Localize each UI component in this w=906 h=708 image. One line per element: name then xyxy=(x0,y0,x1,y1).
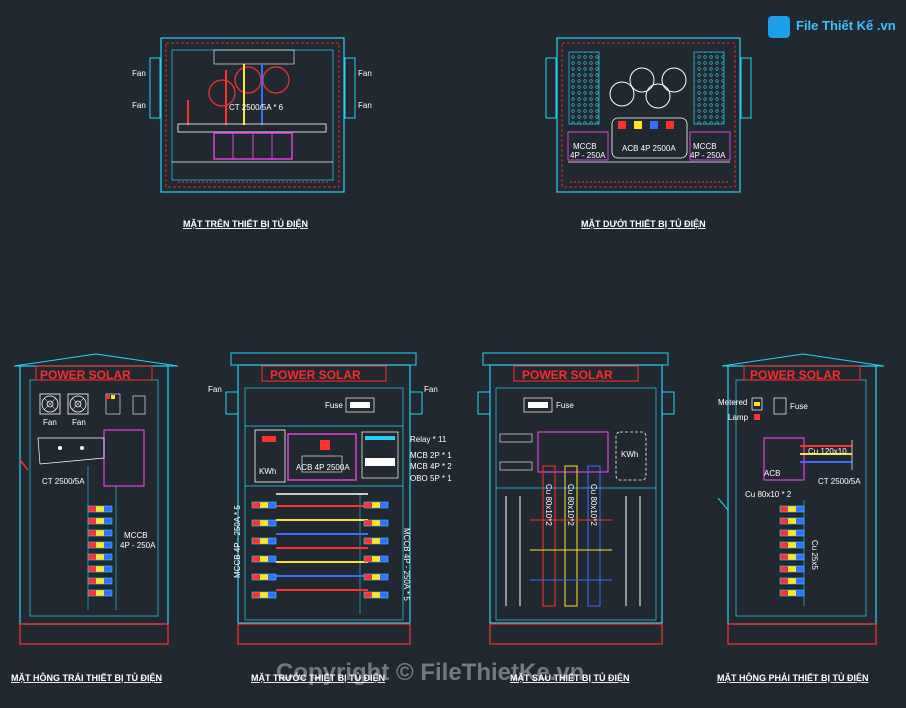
left-side-caption: MẶT HÔNG TRÁI THIẾT BỊ TỦ ĐIỆN xyxy=(11,672,162,683)
top-ct-label: CT 2500/5A * 6 xyxy=(229,103,284,112)
front-feeder-busbars xyxy=(251,493,389,599)
back-kwh: KWh xyxy=(621,450,638,459)
back-view xyxy=(477,352,675,645)
right-side-cu25: Cu 25x5 xyxy=(810,540,819,570)
right-side-caption: MẶT HÔNG PHẢI THIẾT BỊ TỦ ĐIỆN xyxy=(717,672,869,683)
top-fan-right-2: Fan xyxy=(358,101,372,110)
front-obo: OBO 5P * 1 xyxy=(410,474,452,483)
front-relay: Relay * 11 xyxy=(410,435,447,444)
right-side-fuse: Fuse xyxy=(790,402,808,411)
bottom-view-caption: MẶT DƯỚI THIẾT BỊ TỦ ĐIỆN xyxy=(581,218,706,229)
left-side-ct: CT 2500/5A xyxy=(42,477,85,486)
front-caption: MẶT TRƯỚC THIẾT BỊ TỦ ĐIỆN xyxy=(251,672,385,683)
front-mccb-left: MCCB 4P - 250A * 5 xyxy=(233,505,242,578)
back-brand: POWER SOLAR xyxy=(522,368,613,382)
front-fan-right: Fan xyxy=(424,385,438,394)
left-side-fan-1: Fan xyxy=(43,418,57,427)
top-fan-right-1: Fan xyxy=(358,69,372,78)
logo-mark-icon xyxy=(768,16,790,38)
right-side-cu80: Cu 80x10 * 2 xyxy=(745,490,792,499)
bottom-mccb-right-rating: 4P - 250A xyxy=(690,151,726,160)
top-view-caption: MẶT TRÊN THIẾT BỊ TỦ ĐIỆN xyxy=(183,218,308,229)
left-side-view xyxy=(13,353,179,645)
left-side-fan-2: Fan xyxy=(72,418,86,427)
back-fuse: Fuse xyxy=(556,401,574,410)
back-bar-1: Cu 80x10*2 xyxy=(544,484,553,526)
front-kwh: KWh xyxy=(259,467,276,476)
right-side-cu120: Cu 120x10 xyxy=(808,447,847,456)
back-caption: MẶT SAU THIẾT BỊ TỦ ĐIỆN xyxy=(510,672,630,683)
bottom-mccb-left: MCCB xyxy=(573,142,597,151)
front-view xyxy=(225,352,423,645)
left-side-breaker-stack xyxy=(87,505,113,597)
back-bar-2: Cu 80x10*2 xyxy=(566,484,575,526)
bottom-view xyxy=(545,37,752,193)
right-side-view xyxy=(717,353,885,645)
front-mccb-right: MCCB 4P - 250A * 5 xyxy=(402,528,411,601)
copyright-watermark: Copyright © FileThietKe.vn xyxy=(276,659,584,686)
front-mcb2p: MCB 2P * 1 xyxy=(410,451,452,460)
top-fan-left-1: Fan xyxy=(132,69,146,78)
right-side-brand: POWER SOLAR xyxy=(750,368,841,382)
bottom-acb: ACB 4P 2500A xyxy=(622,144,676,153)
right-side-lamp: Lamp xyxy=(728,413,749,422)
left-side-brand: POWER SOLAR xyxy=(40,368,131,382)
front-fuse: Fuse xyxy=(325,401,343,410)
bottom-mccb-left-rating: 4P - 250A xyxy=(570,151,606,160)
back-bar-3: Cu 80x10*2 xyxy=(589,484,598,526)
top-fan-left-2: Fan xyxy=(132,101,146,110)
left-side-mccb-rating: 4P - 250A xyxy=(120,541,156,550)
front-mcb4p: MCB 4P * 2 xyxy=(410,462,452,471)
right-side-acb: ACB xyxy=(764,469,780,478)
front-brand: POWER SOLAR xyxy=(270,368,361,382)
logo-text: File Thiết Kế .vn xyxy=(796,18,896,33)
right-side-metered: Metered xyxy=(718,398,747,407)
top-view xyxy=(149,37,356,193)
bottom-mccb-right: MCCB xyxy=(693,142,717,151)
front-fan-left: Fan xyxy=(208,385,222,394)
right-side-breaker-stack xyxy=(779,505,805,597)
front-acb: ACB 4P 2500A xyxy=(296,463,350,472)
left-side-mccb: MCCB xyxy=(124,531,148,540)
site-logo: File Thiết Kế .vn xyxy=(768,14,896,42)
right-side-ct: CT 2500/5A xyxy=(818,477,861,486)
